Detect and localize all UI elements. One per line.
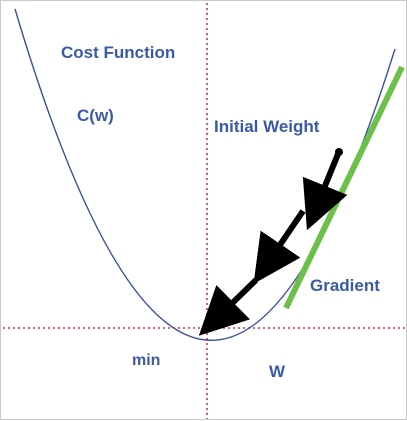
min-label: min bbox=[132, 352, 160, 369]
descent-arrow-3 bbox=[198, 277, 259, 336]
axis-w-label: W bbox=[269, 362, 286, 381]
descent-arrow-2 bbox=[253, 209, 306, 284]
initial-weight-label: Initial Weight bbox=[214, 117, 320, 136]
gradient-label: Gradient bbox=[310, 276, 380, 295]
diagram-title: Cost Function bbox=[61, 43, 175, 62]
gradient-line bbox=[283, 65, 405, 310]
descent-arrow-1 bbox=[302, 152, 348, 231]
function-label: C(w) bbox=[77, 106, 114, 125]
descent-arrows bbox=[198, 148, 348, 336]
